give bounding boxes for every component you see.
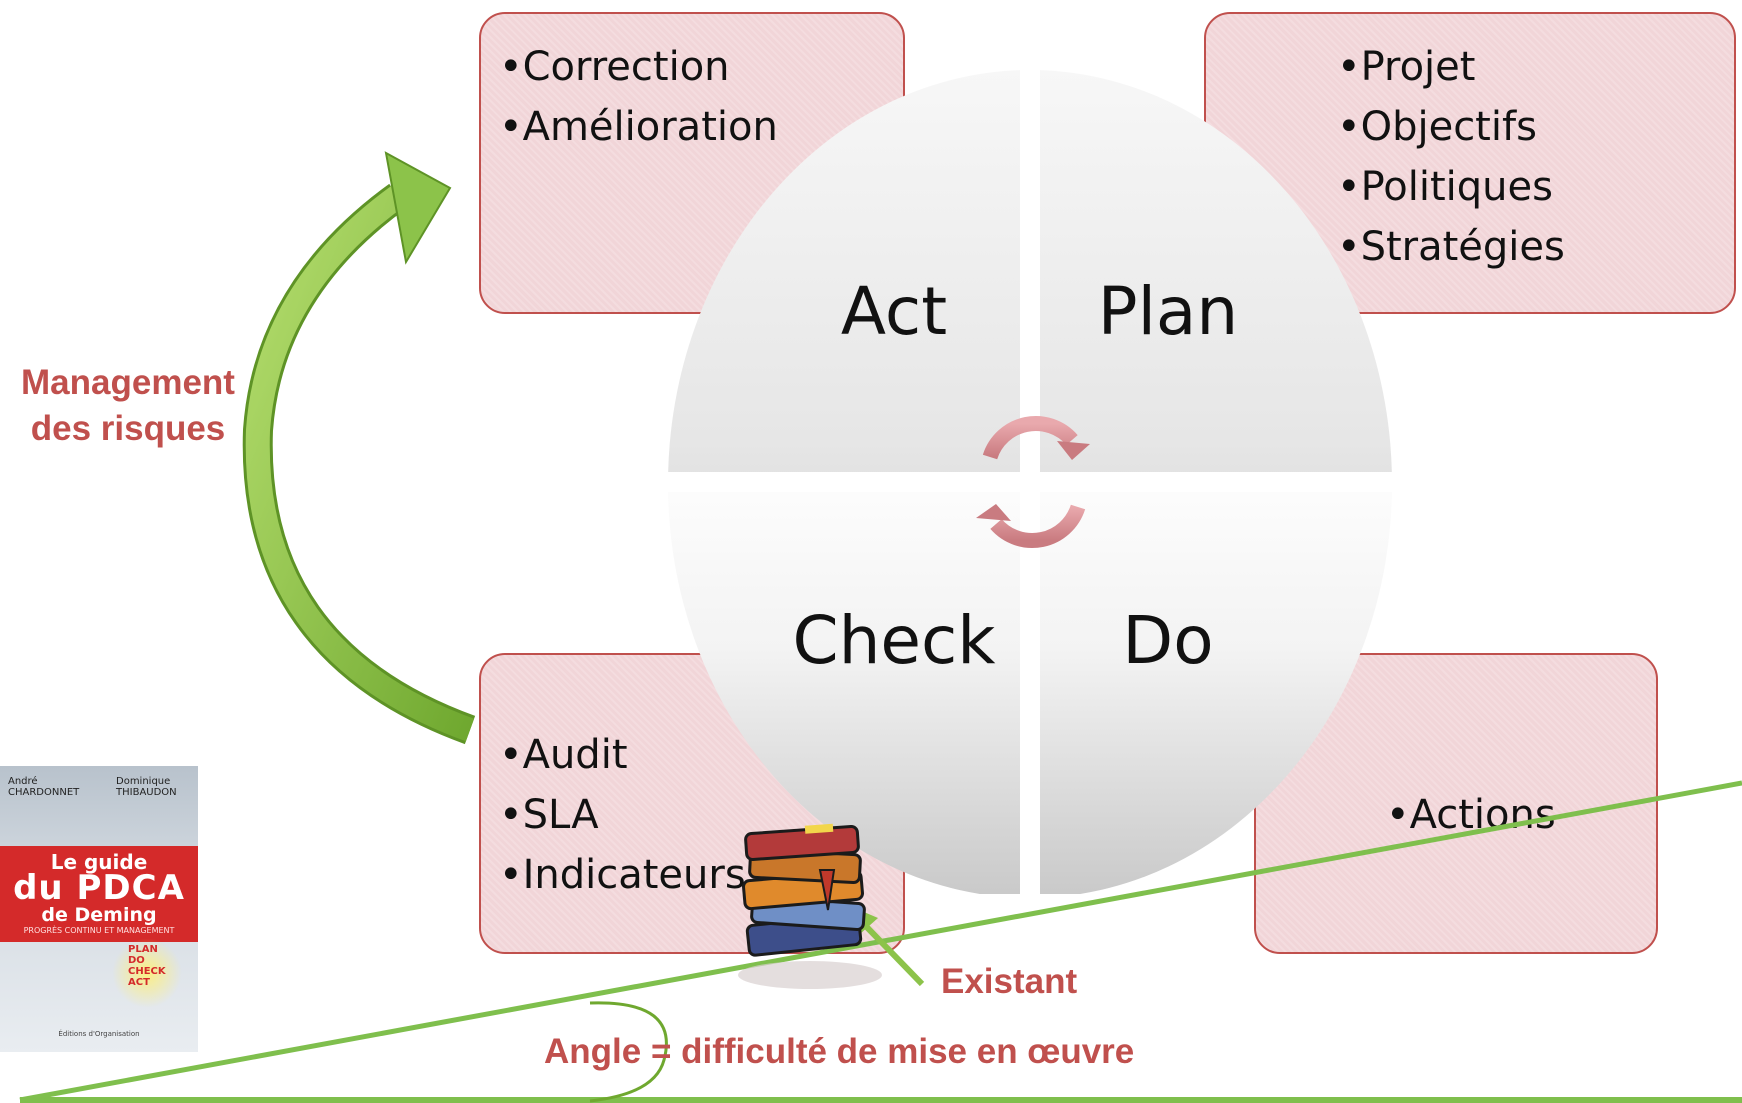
do-quadrant-label: Do bbox=[1122, 602, 1214, 679]
book-cover-pdca-word: CHECK bbox=[128, 966, 166, 977]
angle-label: Angle = difficulté de mise en œuvre bbox=[544, 1032, 1135, 1071]
plan-box: Projet Objectifs Politiques Stratégies bbox=[1204, 12, 1736, 314]
book-cover-author2-first: Dominique bbox=[116, 776, 171, 787]
cycle-arrow-bottom-icon bbox=[976, 504, 1086, 548]
risk-management-arrow bbox=[242, 151, 476, 745]
act-quadrant bbox=[668, 70, 1020, 472]
cycle-arrow-top-icon bbox=[982, 416, 1090, 460]
check-bullet-item: Audit bbox=[499, 725, 746, 785]
book-cover-title-line2: du PDCA bbox=[13, 868, 185, 908]
plan-bullet-item: Politiques bbox=[1337, 157, 1565, 217]
book-cover-pdca-word: ACT bbox=[128, 977, 150, 988]
check-bullet-item: Indicateurs bbox=[499, 845, 746, 905]
plan-quadrant-label: Plan bbox=[1097, 273, 1239, 350]
book-cover-glow bbox=[112, 938, 182, 1008]
plan-bullet-item: Projet bbox=[1337, 37, 1565, 97]
risk-management-label-line2: des risques bbox=[30, 409, 226, 448]
plan-bullet-item: Stratégies bbox=[1337, 217, 1565, 277]
act-bullet-list: Correction Amélioration bbox=[499, 37, 778, 157]
check-quadrant-label: Check bbox=[792, 602, 996, 679]
plan-quadrant bbox=[1040, 70, 1392, 472]
book-cover-title-line3: de Deming bbox=[41, 904, 157, 926]
plan-bullet-item: Objectifs bbox=[1337, 97, 1565, 157]
book-cover-author2-last: THIBAUDON bbox=[116, 787, 177, 798]
book-cover-pdca-list: PLAN DO CHECK ACT bbox=[128, 944, 166, 988]
book-cover-pdca-word: DO bbox=[128, 955, 145, 966]
book-cover-author1-first: André bbox=[8, 776, 38, 787]
check-bullet-item: SLA bbox=[499, 785, 746, 845]
book-cover-subtitle: PROGRÈS CONTINU ET MANAGEMENT bbox=[23, 926, 175, 935]
book-cover-publisher: Éditions d'Organisation bbox=[58, 1030, 140, 1038]
act-bullet-item: Amélioration bbox=[499, 97, 778, 157]
risk-management-label-line1: Management bbox=[21, 363, 235, 402]
book-cover-title-band: Le guide du PDCA de Deming PROGRÈS CONTI… bbox=[0, 846, 198, 942]
existant-label: Existant bbox=[941, 962, 1078, 1001]
do-quadrant bbox=[1040, 492, 1392, 894]
books-stack-icon bbox=[738, 823, 882, 989]
check-bullet-list: Audit SLA Indicateurs bbox=[499, 725, 746, 905]
risk-management-label: Management des risques bbox=[0, 360, 256, 452]
act-quadrant-label: Act bbox=[840, 273, 948, 350]
act-bullet-item: Correction bbox=[499, 37, 778, 97]
angle-arc bbox=[589, 1001, 668, 1103]
plan-bullet-list: Projet Objectifs Politiques Stratégies bbox=[1337, 37, 1565, 277]
book-cover-title-line1: Le guide bbox=[50, 850, 148, 874]
book-cover-image: André CHARDONNET Dominique THIBAUDON Le … bbox=[0, 766, 198, 1052]
book-cover-author1-last: CHARDONNET bbox=[8, 787, 80, 798]
book-cover-pdca-word: PLAN bbox=[128, 944, 158, 955]
